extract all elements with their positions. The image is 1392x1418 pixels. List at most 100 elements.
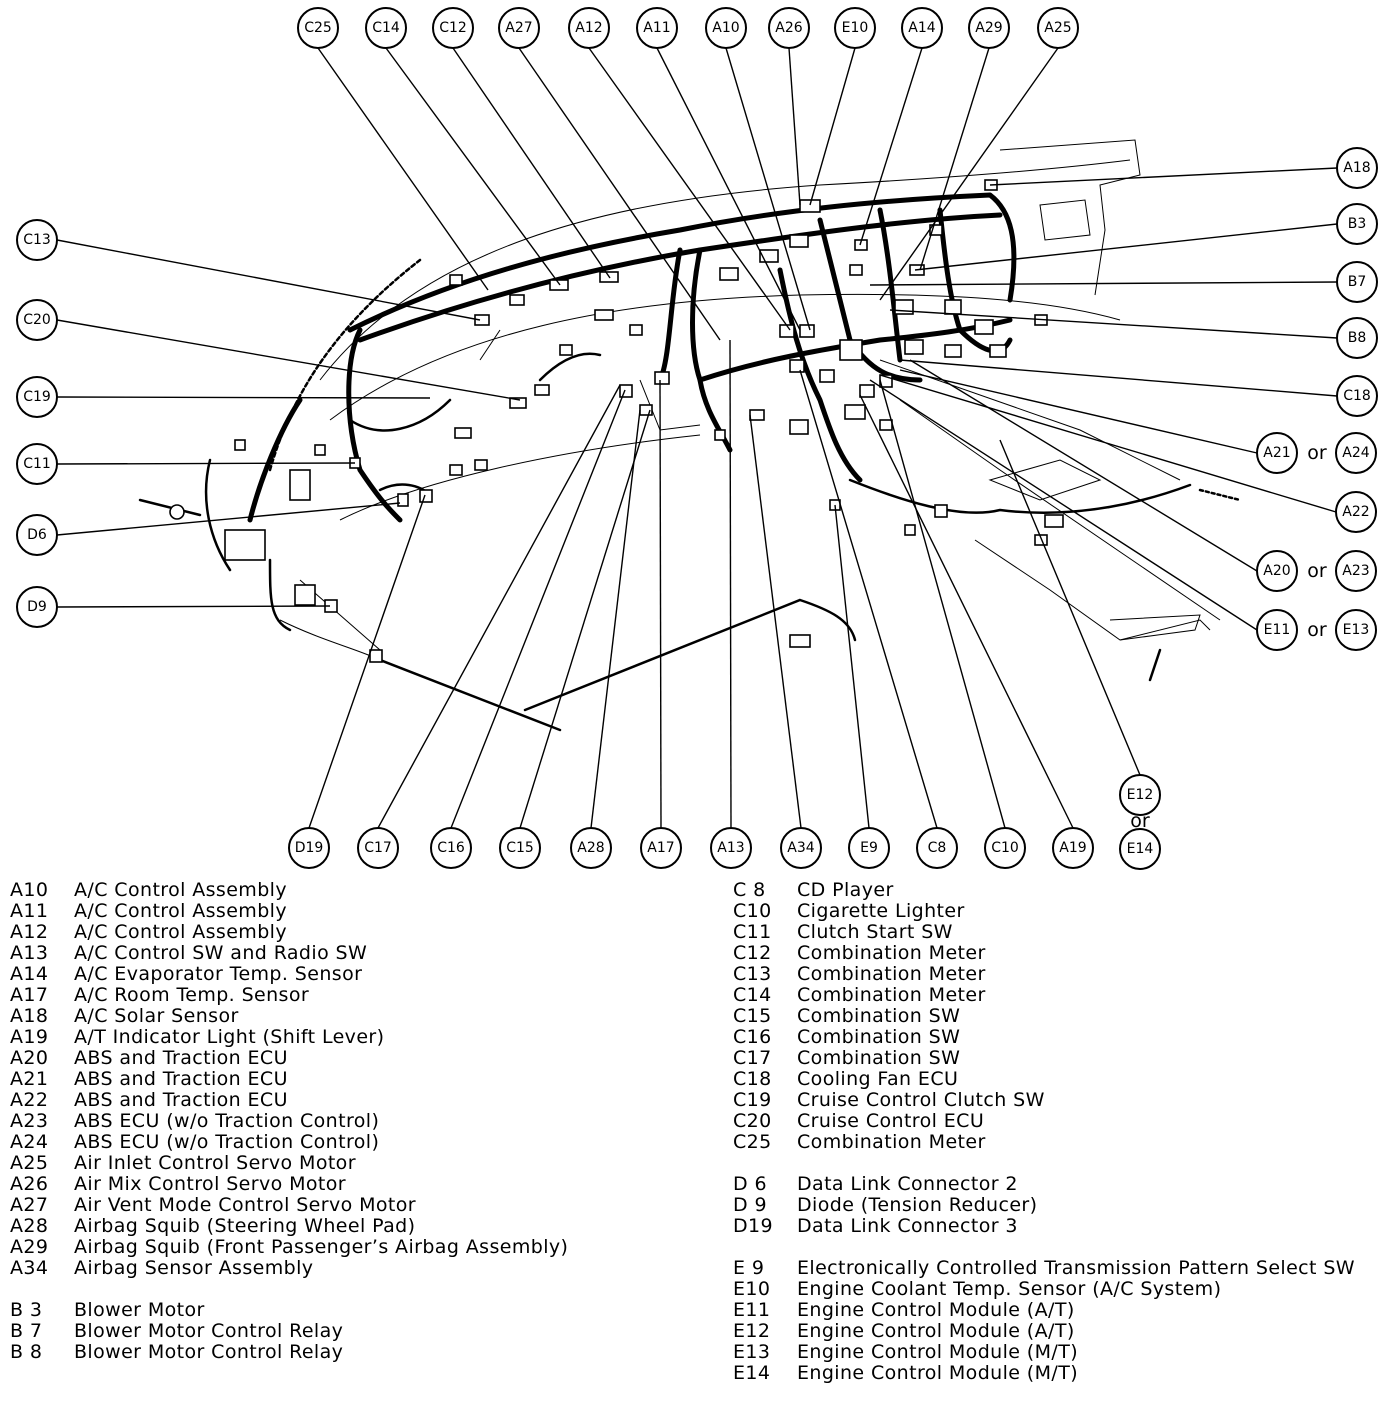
legend-description: ABS ECU (w/o Traction Control) — [74, 1131, 380, 1153]
callout-circle-c14 — [365, 7, 407, 49]
leader-line-c8 — [799, 369, 938, 829]
legend-code: A20 — [10, 1047, 49, 1069]
callout-label-a17: A17 — [647, 840, 674, 856]
callout-or-text: or — [1130, 810, 1150, 832]
legend-description: Blower Motor Control Relay — [74, 1341, 344, 1363]
legend-code: A26 — [10, 1173, 49, 1195]
callout-circle-a19 — [1052, 827, 1094, 869]
connectors — [169, 179, 1064, 663]
legend-description: Combination SW — [797, 1005, 961, 1027]
leader-line-a34 — [749, 414, 802, 829]
callout-circle-c17 — [357, 827, 399, 869]
legend-row: A20 ABS and Traction ECU — [10, 1048, 700, 1069]
legend-description: Air Mix Control Servo Motor — [74, 1173, 346, 1195]
callout-label-a11: A11 — [643, 20, 670, 36]
callout-or-text: or — [1307, 442, 1327, 464]
legend-code: B 7 — [10, 1320, 43, 1342]
callout-circle-a22 — [1335, 491, 1377, 533]
legend-description: CD Player — [797, 879, 894, 901]
callout-circle-a17 — [640, 827, 682, 869]
callout-label-a14: A14 — [908, 20, 935, 36]
callout-label-a22: A22 — [1342, 504, 1369, 520]
legend-code: A11 — [10, 900, 49, 922]
leader-line-c19 — [56, 396, 431, 399]
leader-line-c12 — [452, 47, 611, 279]
callout-circle-b7 — [1336, 261, 1378, 303]
legend-code: C 8 — [733, 879, 766, 901]
legend-description: A/C Control Assembly — [74, 879, 288, 901]
legend-description: Clutch Start SW — [797, 921, 953, 943]
callout-circle-e12 — [1119, 774, 1161, 816]
legend-description: A/C Control Assembly — [74, 900, 288, 922]
callout-label-c25: C25 — [304, 20, 332, 36]
callout-label-c10: C10 — [991, 840, 1019, 856]
callout-label-c12: C12 — [439, 20, 467, 36]
callout-label-c20: C20 — [23, 312, 51, 328]
callout-circle-a12 — [568, 7, 610, 49]
legend-spacer — [733, 1237, 1383, 1258]
callout-label-d19: D19 — [295, 840, 324, 856]
leader-line-d6 — [56, 502, 401, 536]
callout-label-c8: C8 — [928, 840, 947, 856]
callout-circle-a28 — [570, 827, 612, 869]
legend-description: Engine Control Module (A/T) — [797, 1299, 1075, 1321]
legend-description: ABS and Traction ECU — [74, 1068, 288, 1090]
legend-description: Engine Control Module (M/T) — [797, 1362, 1079, 1384]
callout-label-d6: D6 — [27, 527, 47, 543]
legend-code: E14 — [733, 1362, 771, 1384]
legend-code: E 9 — [733, 1257, 765, 1279]
legend-description: Air Vent Mode Control Servo Motor — [74, 1194, 416, 1216]
leader-line-a17 — [659, 379, 662, 829]
legend-code: A14 — [10, 963, 49, 985]
callout-circle-d19 — [288, 827, 330, 869]
leader-line-c11 — [56, 462, 356, 465]
callout-circle-c20 — [16, 299, 58, 341]
legend-description: Blower Motor Control Relay — [74, 1320, 344, 1342]
callout-circle-a14 — [901, 7, 943, 49]
legend-row: D19 Data Link Connector 3 — [733, 1216, 1383, 1237]
leader-line-a12 — [588, 47, 791, 331]
legend-code: D19 — [733, 1215, 774, 1237]
callout-label-a10: A10 — [712, 20, 739, 36]
callout-label-a23: A23 — [1342, 563, 1369, 579]
leader-line-a21 — [899, 369, 1258, 454]
legend-code: A18 — [10, 1005, 49, 1027]
legend-code: A27 — [10, 1194, 49, 1216]
callout-label-a24: A24 — [1342, 445, 1369, 461]
legend-description: Data Link Connector 3 — [797, 1215, 1018, 1237]
callout-circle-a24 — [1335, 432, 1377, 474]
legend-description: Engine Control Module (M/T) — [797, 1341, 1079, 1363]
callout-label-b8: B8 — [1348, 330, 1367, 346]
legend-description: Combination Meter — [797, 942, 986, 964]
legend-description: Airbag Squib (Steering Wheel Pad) — [74, 1215, 416, 1237]
callout-circle-a27 — [498, 7, 540, 49]
callout-circle-c8 — [916, 827, 958, 869]
legend-code: A17 — [10, 984, 49, 1006]
callout-label-c18: C18 — [1343, 388, 1371, 404]
callout-label-c14: C14 — [372, 20, 400, 36]
callout-label-c13: C13 — [23, 232, 51, 248]
legend-code: D 6 — [733, 1173, 767, 1195]
legend-description: Cigarette Lighter — [797, 900, 965, 922]
callout-label-a34: A34 — [787, 840, 814, 856]
legend-description: Airbag Sensor Assembly — [74, 1257, 314, 1279]
legend-description: ABS and Traction ECU — [74, 1047, 288, 1069]
leader-line-a10 — [725, 47, 811, 331]
